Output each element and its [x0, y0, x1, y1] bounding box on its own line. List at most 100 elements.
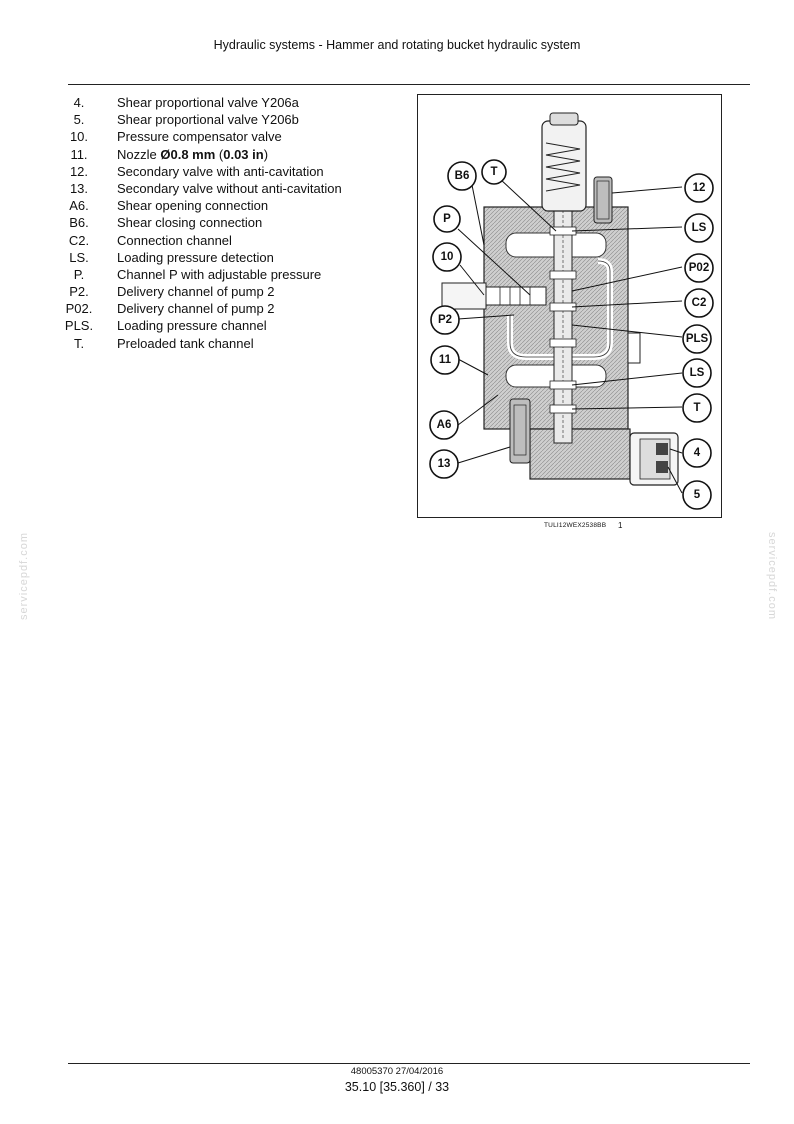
- legend-item: C2. Connection channel: [56, 232, 342, 249]
- legend-text-part: ): [263, 146, 269, 162]
- callout-LS-bottom: LS: [682, 358, 712, 388]
- callout-P2: P2: [430, 305, 460, 335]
- callout-T-bottom: T: [682, 393, 712, 423]
- figure-caption: TULI12WEX2538BB: [544, 522, 607, 529]
- legend-text-bold: Ø0.8 mm: [160, 146, 216, 162]
- watermark-right: servicepdf.com: [765, 532, 778, 620]
- legend-number: 10.: [69, 129, 89, 145]
- legend-text: Delivery channel of pump 2: [117, 301, 275, 317]
- callout-label: LS: [692, 222, 707, 234]
- legend-item: LS. Loading pressure detection: [56, 249, 342, 266]
- legend-text: Nozzle Ø0.8 mm (0.03 in): [117, 146, 268, 163]
- legend-text-part: (: [215, 146, 224, 162]
- legend-item: P. Channel P with adjustable pressure: [56, 266, 342, 283]
- legend-number: LS.: [69, 249, 89, 265]
- callout-LS-top: LS: [684, 213, 714, 243]
- figure-frame: B6 T P 10 P2 11 A6 13 12 LS P02: [417, 94, 722, 518]
- footer-document-id: 48005370 27/04/2016: [350, 1066, 444, 1077]
- header-divider: [68, 84, 750, 85]
- compensator-valve-10: [441, 282, 547, 310]
- legend-number: 13.: [69, 180, 89, 196]
- callout-13: 13: [429, 449, 459, 479]
- legend-number: P02.: [65, 301, 93, 317]
- legend-item: T. Preloaded tank channel: [56, 335, 342, 352]
- legend-text: Shear proportional valve Y206b: [117, 112, 299, 128]
- callout-label: B6: [455, 170, 470, 182]
- legend-number: T.: [73, 335, 85, 351]
- legend-item: 5. Shear proportional valve Y206b: [56, 111, 342, 128]
- footer-divider: [68, 1063, 750, 1064]
- page-header-title: Hydraulic systems - Hammer and rotating …: [213, 38, 581, 52]
- legend-item: 12.Secondary valve with anti-cavitation: [56, 163, 342, 180]
- legend-number: B6.: [69, 215, 89, 231]
- secondary-valve-12: [593, 176, 613, 224]
- callout-label: T: [490, 166, 497, 178]
- callout-label: P2: [438, 314, 452, 326]
- callout-P02: P02: [684, 253, 714, 283]
- callout-label: 10: [441, 251, 454, 263]
- central-spool: [549, 150, 577, 444]
- callout-P: P: [433, 205, 461, 233]
- valve-cross-section-diagram: B6 T P 10 P2 11 A6 13 12 LS P02: [429, 112, 714, 510]
- callout-12: 12: [684, 173, 714, 203]
- footer-page-number: 35.10 [35.360] / 33: [344, 1080, 450, 1094]
- callout-4: 4: [682, 438, 712, 468]
- legend-number: A6.: [69, 198, 89, 214]
- legend-text-bold: 0.03 in: [223, 146, 264, 162]
- legend-text: Connection channel: [117, 232, 232, 248]
- legend-item: P2. Delivery channel of pump 2: [56, 283, 342, 300]
- legend-text: Secondary valve without anti-cavitation: [117, 180, 342, 196]
- legend-item: 11. Nozzle Ø0.8 mm (0.03 in): [56, 146, 342, 163]
- legend-text: Loading pressure channel: [117, 318, 267, 334]
- legend-text-part: Nozzle: [117, 146, 161, 162]
- callout-C2: C2: [684, 288, 714, 318]
- legend-item: P02. Delivery channel of pump 2: [56, 300, 342, 317]
- legend-text: Delivery channel of pump 2: [117, 284, 275, 300]
- legend-item: PLS. Loading pressure channel: [56, 317, 342, 334]
- callout-label: LS: [690, 367, 705, 379]
- legend-text: Shear proportional valve Y206a: [117, 95, 299, 110]
- leader-lines: [457, 178, 683, 494]
- legend-number: P2.: [69, 284, 89, 300]
- callout-5: 5: [682, 480, 712, 510]
- legend-number: 12.: [69, 163, 89, 179]
- callout-label: 4: [694, 447, 701, 459]
- watermark-left: servicepdf.com: [17, 532, 30, 620]
- legend-item: B6. Shear closing connection: [56, 214, 342, 231]
- proportional-valves: [629, 432, 679, 486]
- callout-label: P: [443, 213, 451, 225]
- legend-text: Preloaded tank channel: [117, 335, 254, 351]
- legend-text: Loading pressure detection: [117, 249, 274, 265]
- legend-number: 4.: [73, 95, 85, 110]
- callout-label: 13: [438, 458, 451, 470]
- legend-text: Channel P with adjustable pressure: [117, 266, 322, 282]
- legend-number: 11.: [70, 146, 88, 162]
- legend-text: Shear opening connection: [117, 198, 269, 214]
- callout-T-top: T: [481, 159, 507, 185]
- callout-label: T: [693, 402, 700, 414]
- legend-text: Pressure compensator valve: [117, 129, 282, 145]
- legend-number: 5.: [73, 112, 85, 128]
- callout-PLS: PLS: [682, 324, 712, 354]
- legend-item: 13. Secondary valve without anti-cavitati…: [56, 180, 342, 197]
- callout-label: 11: [439, 354, 452, 366]
- legend-number: C2.: [68, 232, 90, 248]
- callout-label: A6: [437, 419, 452, 431]
- figure-number: 1: [618, 521, 623, 530]
- callout-label: P02: [689, 262, 709, 274]
- legend-number: PLS.: [64, 318, 94, 334]
- callout-label: C2: [692, 297, 707, 309]
- legend-list: 4. Shear proportional valve Y206a 5. Shear…: [56, 94, 342, 352]
- legend-item: A6. Shear opening connection: [56, 197, 342, 214]
- spring-housing: [541, 112, 587, 212]
- callout-B6: B6: [447, 161, 477, 191]
- callout-label: 12: [693, 182, 706, 194]
- legend-item: 10. Pressure compensator valve: [56, 128, 342, 145]
- secondary-valve-13: [509, 398, 531, 464]
- legend-text: Shear closing connection: [117, 215, 263, 231]
- callout-10: 10: [432, 242, 462, 272]
- legend-number: P.: [73, 266, 85, 282]
- callout-11: 11: [430, 345, 460, 375]
- callout-A6: A6: [429, 410, 459, 440]
- callout-label: PLS: [686, 333, 709, 345]
